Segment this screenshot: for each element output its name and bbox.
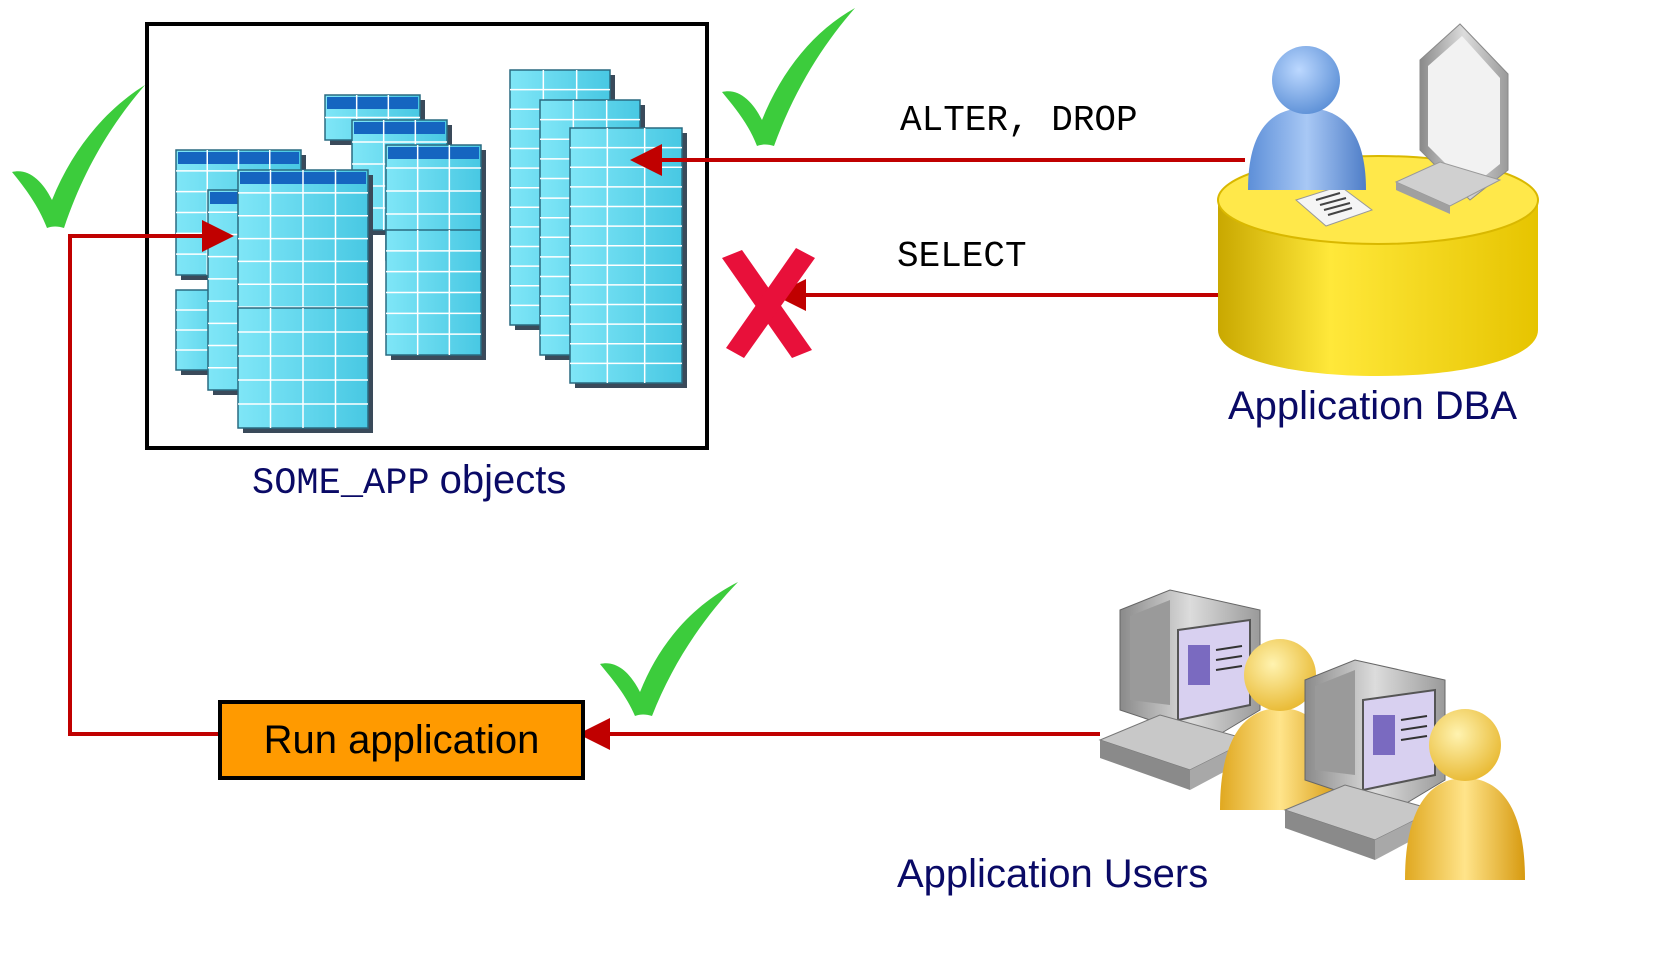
check-icon [722,8,855,146]
select-label: SELECT [897,236,1027,277]
user-computer-icon [1098,589,1340,810]
table-icon [385,229,486,360]
objects-caption-code: SOME_APP [252,463,430,505]
alter-drop-label: ALTER, DROP [900,100,1138,141]
users-group [1098,589,1525,880]
connectors [68,144,1245,750]
dba-label: Application DBA [1228,384,1518,428]
objects-caption-text: objects [439,458,567,502]
tables-group [175,69,687,433]
user-computer-icon [1283,659,1525,880]
dba-person-icon [1217,23,1539,376]
users-label: Application Users [897,852,1209,896]
cross-icon [722,248,815,358]
table-icon [237,307,373,433]
run-to-objects-arrow [68,220,234,736]
check-icon [600,582,738,716]
table-icon [569,127,687,388]
run-application-button[interactable]: Run application [218,700,585,780]
check-icon [12,85,145,228]
